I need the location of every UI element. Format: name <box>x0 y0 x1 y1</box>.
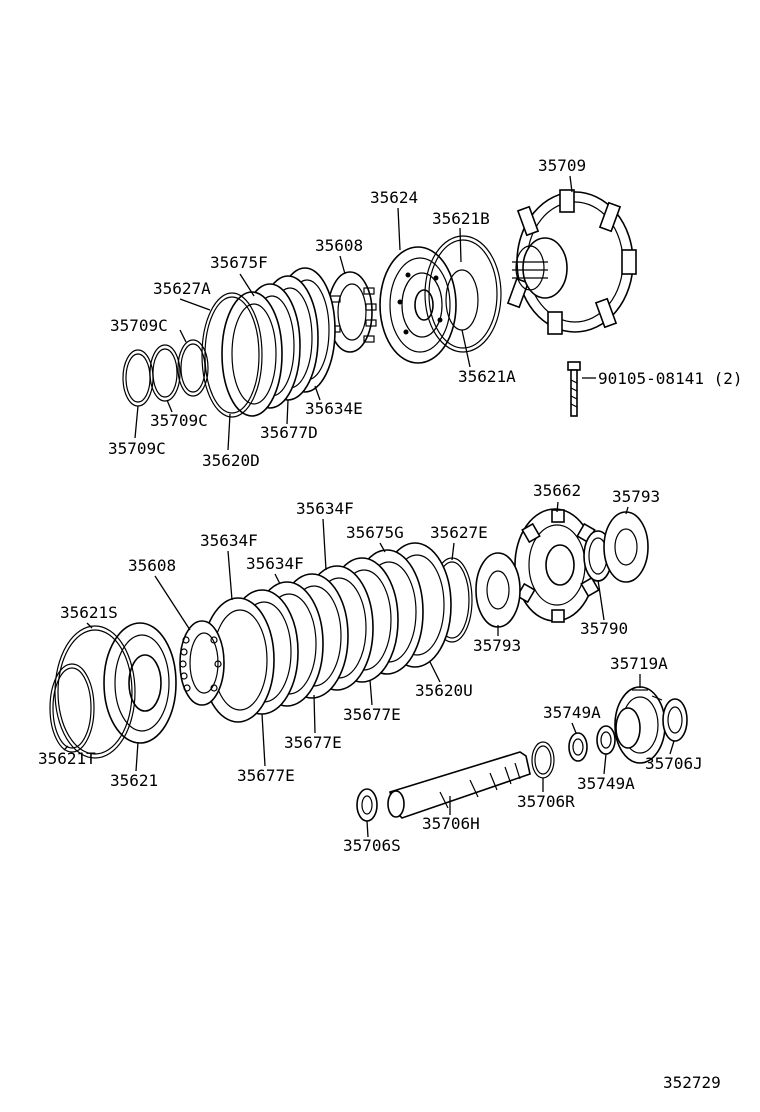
top-leader-lines <box>134 175 596 451</box>
callout-35709C-2[interactable]: 35709C <box>150 411 208 430</box>
callout-labels: 35709 35624 35621B 35608 35675F 35627A 3… <box>38 156 743 855</box>
callout-35621B[interactable]: 35621B <box>432 209 490 228</box>
callout-35624[interactable]: 35624 <box>370 188 418 207</box>
callout-35790[interactable]: 35790 <box>580 619 628 638</box>
diagram-id: 352729 <box>663 1073 721 1092</box>
callout-35709C-3[interactable]: 35709C <box>108 439 166 458</box>
callout-35634F-3[interactable]: 35634F <box>246 554 304 573</box>
callout-35677E-1[interactable]: 35677E <box>343 705 401 724</box>
part-35793-washer-left <box>475 552 521 628</box>
part-35709C-rings <box>122 339 209 407</box>
part-35793-washer-right <box>603 511 649 583</box>
callout-35709C-1[interactable]: 35709C <box>110 316 168 335</box>
callout-35621A[interactable]: 35621A <box>458 367 516 386</box>
callout-35627E[interactable]: 35627E <box>430 523 488 542</box>
callout-35634F-2[interactable]: 35634F <box>200 531 258 550</box>
callout-35608-top[interactable]: 35608 <box>315 236 363 255</box>
callout-90105-08141[interactable]: 90105-08141 (2) <box>598 369 743 388</box>
part-35662-carrier <box>514 508 600 623</box>
callout-35627A[interactable]: 35627A <box>153 279 211 298</box>
part-90105-08141-bolt <box>567 361 581 417</box>
callout-35675F[interactable]: 35675F <box>210 253 268 272</box>
callout-35719A[interactable]: 35719A <box>610 654 668 673</box>
part-35719A-gear <box>614 686 666 764</box>
bottom-leader-lines <box>63 501 675 838</box>
callout-35793-right[interactable]: 35793 <box>612 487 660 506</box>
callout-35749A-2[interactable]: 35749A <box>577 774 635 793</box>
callout-35749A-1[interactable]: 35749A <box>543 703 601 722</box>
callout-35793-left[interactable]: 35793 <box>473 636 521 655</box>
callout-35706R[interactable]: 35706R <box>517 792 575 811</box>
part-35749A-washer-2 <box>596 725 616 755</box>
part-35608-spring-retainer <box>179 620 225 706</box>
part-35620D-plate <box>221 291 283 417</box>
part-35706S-washer <box>356 788 378 822</box>
part-35621T-seal <box>49 663 95 753</box>
callout-35709[interactable]: 35709 <box>538 156 586 175</box>
callout-35621T[interactable]: 35621T <box>38 749 96 768</box>
callout-35706J[interactable]: 35706J <box>645 754 703 773</box>
part-35706J-washer <box>662 698 688 742</box>
part-35706R-snap-ring <box>531 741 555 779</box>
callout-35706H[interactable]: 35706H <box>422 814 480 833</box>
part-35709-drum <box>506 189 637 335</box>
callout-35621S[interactable]: 35621S <box>60 603 118 622</box>
callout-35621[interactable]: 35621 <box>110 771 158 790</box>
part-35706H-shaft <box>387 751 531 819</box>
callout-35677D[interactable]: 35677D <box>260 423 318 442</box>
callout-35620U[interactable]: 35620U <box>415 681 473 700</box>
part-35621B-seal <box>424 235 502 353</box>
callout-35662[interactable]: 35662 <box>533 481 581 500</box>
callout-35608-bottom[interactable]: 35608 <box>128 556 176 575</box>
callout-35677E-2[interactable]: 35677E <box>284 733 342 752</box>
callout-35620D[interactable]: 35620D <box>202 451 260 470</box>
part-35749A-washer-1 <box>568 732 588 762</box>
callout-35677E-3[interactable]: 35677E <box>237 766 295 785</box>
callout-35634F-1[interactable]: 35634F <box>296 499 354 518</box>
callout-35706S[interactable]: 35706S <box>343 836 401 855</box>
callout-35675G[interactable]: 35675G <box>346 523 404 542</box>
part-35621-piston <box>103 622 177 744</box>
part-35627A-snap-ring <box>201 292 263 418</box>
callout-35634E[interactable]: 35634E <box>305 399 363 418</box>
